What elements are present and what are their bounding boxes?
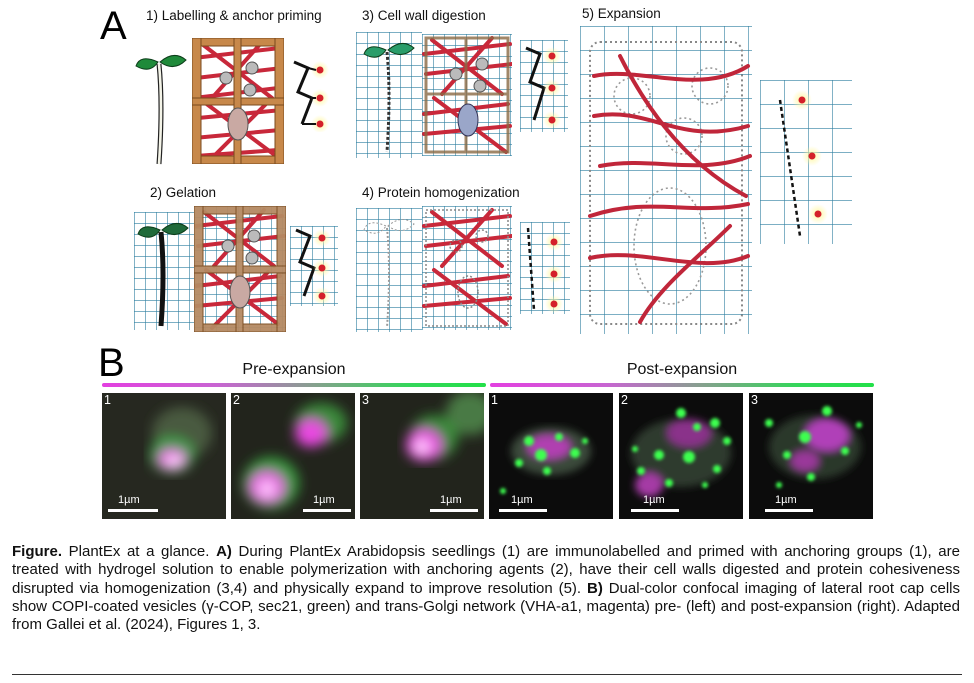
scale-bar (631, 509, 679, 512)
pre-expansion-gradient-bar (102, 383, 486, 387)
scale-bar-label: 1µm (313, 494, 335, 506)
scale-bar (765, 509, 813, 512)
caption-figure-label: Figure. (12, 543, 63, 560)
micrograph-pre-2-number: 2 (233, 393, 240, 407)
panel-a-letter: A (100, 4, 127, 48)
post-expansion-gradient-bar (490, 383, 874, 387)
anchor-molecules-2 (290, 226, 338, 306)
scale-bar-label: 1µm (775, 494, 797, 506)
caption-a-label: A) (216, 543, 232, 560)
step-1-label: 1) Labelling & anchor priming (146, 8, 322, 23)
cell-tile-3 (422, 34, 512, 156)
panel-b-letter: B (98, 341, 125, 385)
scale-bar (430, 509, 478, 512)
scale-bar-label: 1µm (511, 494, 533, 506)
seedling-gel-illustration-2 (134, 212, 194, 330)
seedling-gel-illustration-3 (356, 32, 422, 158)
seedling-illustration-1 (132, 40, 192, 170)
micrograph-pre-1: 1 1µm (102, 393, 226, 519)
micrograph-post-1-number: 1 (491, 393, 498, 407)
scale-bar-label: 1µm (643, 494, 665, 506)
caption-rule (12, 674, 962, 675)
scale-bar-label: 1µm (118, 494, 140, 506)
anchor-molecules-3 (520, 40, 568, 132)
micrograph-post-3-number: 3 (751, 393, 758, 407)
expanded-cell-illustration (580, 26, 752, 334)
micrograph-post-1: 1 1µm (489, 393, 613, 519)
micrograph-pre-3: 3 1µm (360, 393, 484, 519)
step-4-label: 4) Protein homogenization (362, 185, 520, 200)
micrograph-pre-3-number: 3 (362, 393, 369, 407)
anchor-molecules-5 (760, 80, 852, 244)
micrograph-post-2-number: 2 (621, 393, 628, 407)
scale-bar (303, 509, 351, 512)
step-5-label: 5) Expansion (582, 6, 661, 21)
anchor-molecules-4 (520, 222, 570, 314)
cell-tile-2 (194, 206, 286, 332)
seedling-outline-illustration-4 (356, 208, 422, 332)
scale-bar (499, 509, 547, 512)
caption-a-text: During PlantEx Arabidopsis seedlings (1)… (12, 543, 960, 597)
step-3-label: 3) Cell wall digestion (362, 8, 486, 23)
micrograph-post-2: 2 1µm (619, 393, 743, 519)
scale-bar (108, 509, 158, 512)
post-expansion-label: Post-expansion (626, 361, 738, 378)
step-2-label: 2) Gelation (150, 185, 217, 200)
micrograph-post-3: 3 1µm (749, 393, 873, 519)
cell-tile-4 (422, 206, 512, 330)
micrograph-pre-2: 2 1µm (231, 393, 355, 519)
caption-title: PlantEx at a glance. (62, 543, 217, 560)
scale-bar-label: 1µm (440, 494, 462, 506)
cell-tile-1 (192, 38, 284, 164)
caption-b-label: B) (586, 579, 603, 597)
pre-expansion-label: Pre-expansion (242, 361, 346, 378)
figure-caption: Figure. PlantEx at a glance. A) During P… (12, 543, 960, 634)
anchor-molecules-1 (288, 58, 332, 132)
caption-b-text: Dual-color confocal imaging of lateral r… (12, 579, 961, 634)
micrograph-pre-1-number: 1 (104, 393, 111, 407)
